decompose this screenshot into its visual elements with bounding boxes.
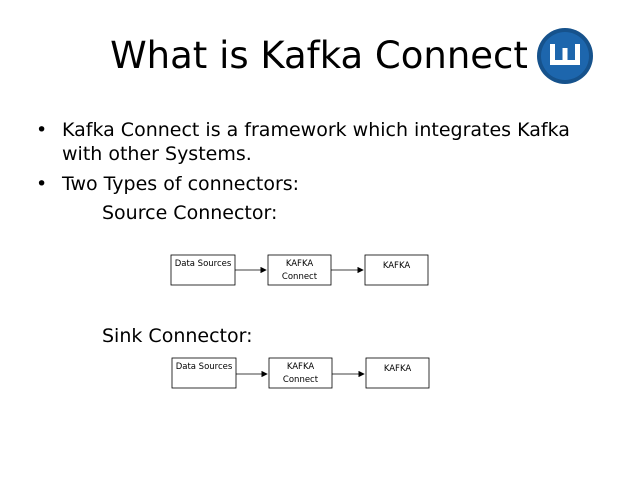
sink-kafka-box xyxy=(365,357,430,389)
slide-title: What is Kafka Connect xyxy=(110,34,528,77)
sink-data-sources-box xyxy=(171,357,237,389)
source-diagram: Data Sources KAFKA Connect KAFKA xyxy=(170,254,429,286)
source-data-sources-label: Data Sources xyxy=(175,259,232,269)
bullet-framework-line1: Kafka Connect is a framework which integ… xyxy=(62,119,570,141)
sink-kafka-connect-box xyxy=(268,357,333,389)
bullet-types-text: Two Types of connectors: xyxy=(62,173,300,195)
w-logo-icon xyxy=(537,28,593,84)
source-kafka-connect-label-1: KAFKA xyxy=(286,259,314,269)
bullet-framework-line2: with other Systems. xyxy=(62,143,252,165)
sink-connector-heading: Sink Connector: xyxy=(102,325,253,347)
sink-kafka-label: KAFKA xyxy=(384,364,412,374)
sink-kafka-connect-label-1: KAFKA xyxy=(287,362,315,372)
source-kafka-label: KAFKA xyxy=(383,261,411,271)
sink-data-sources-label: Data Sources xyxy=(176,362,233,372)
source-connector-heading: Source Connector: xyxy=(102,202,278,224)
sink-diagram: Data Sources KAFKA Connect KAFKA xyxy=(171,357,430,389)
sink-kafka-connect-label-2: Connect xyxy=(283,375,319,385)
bullet-framework: • Kafka Connect is a framework which int… xyxy=(36,118,570,166)
source-data-sources-box xyxy=(170,254,236,286)
bullet-glyph: • xyxy=(36,173,48,195)
bullet-glyph: • xyxy=(36,119,48,141)
bullet-types: • Two Types of connectors: xyxy=(36,172,299,196)
source-kafka-box xyxy=(364,254,429,286)
source-kafka-connect-label-2: Connect xyxy=(282,272,318,282)
